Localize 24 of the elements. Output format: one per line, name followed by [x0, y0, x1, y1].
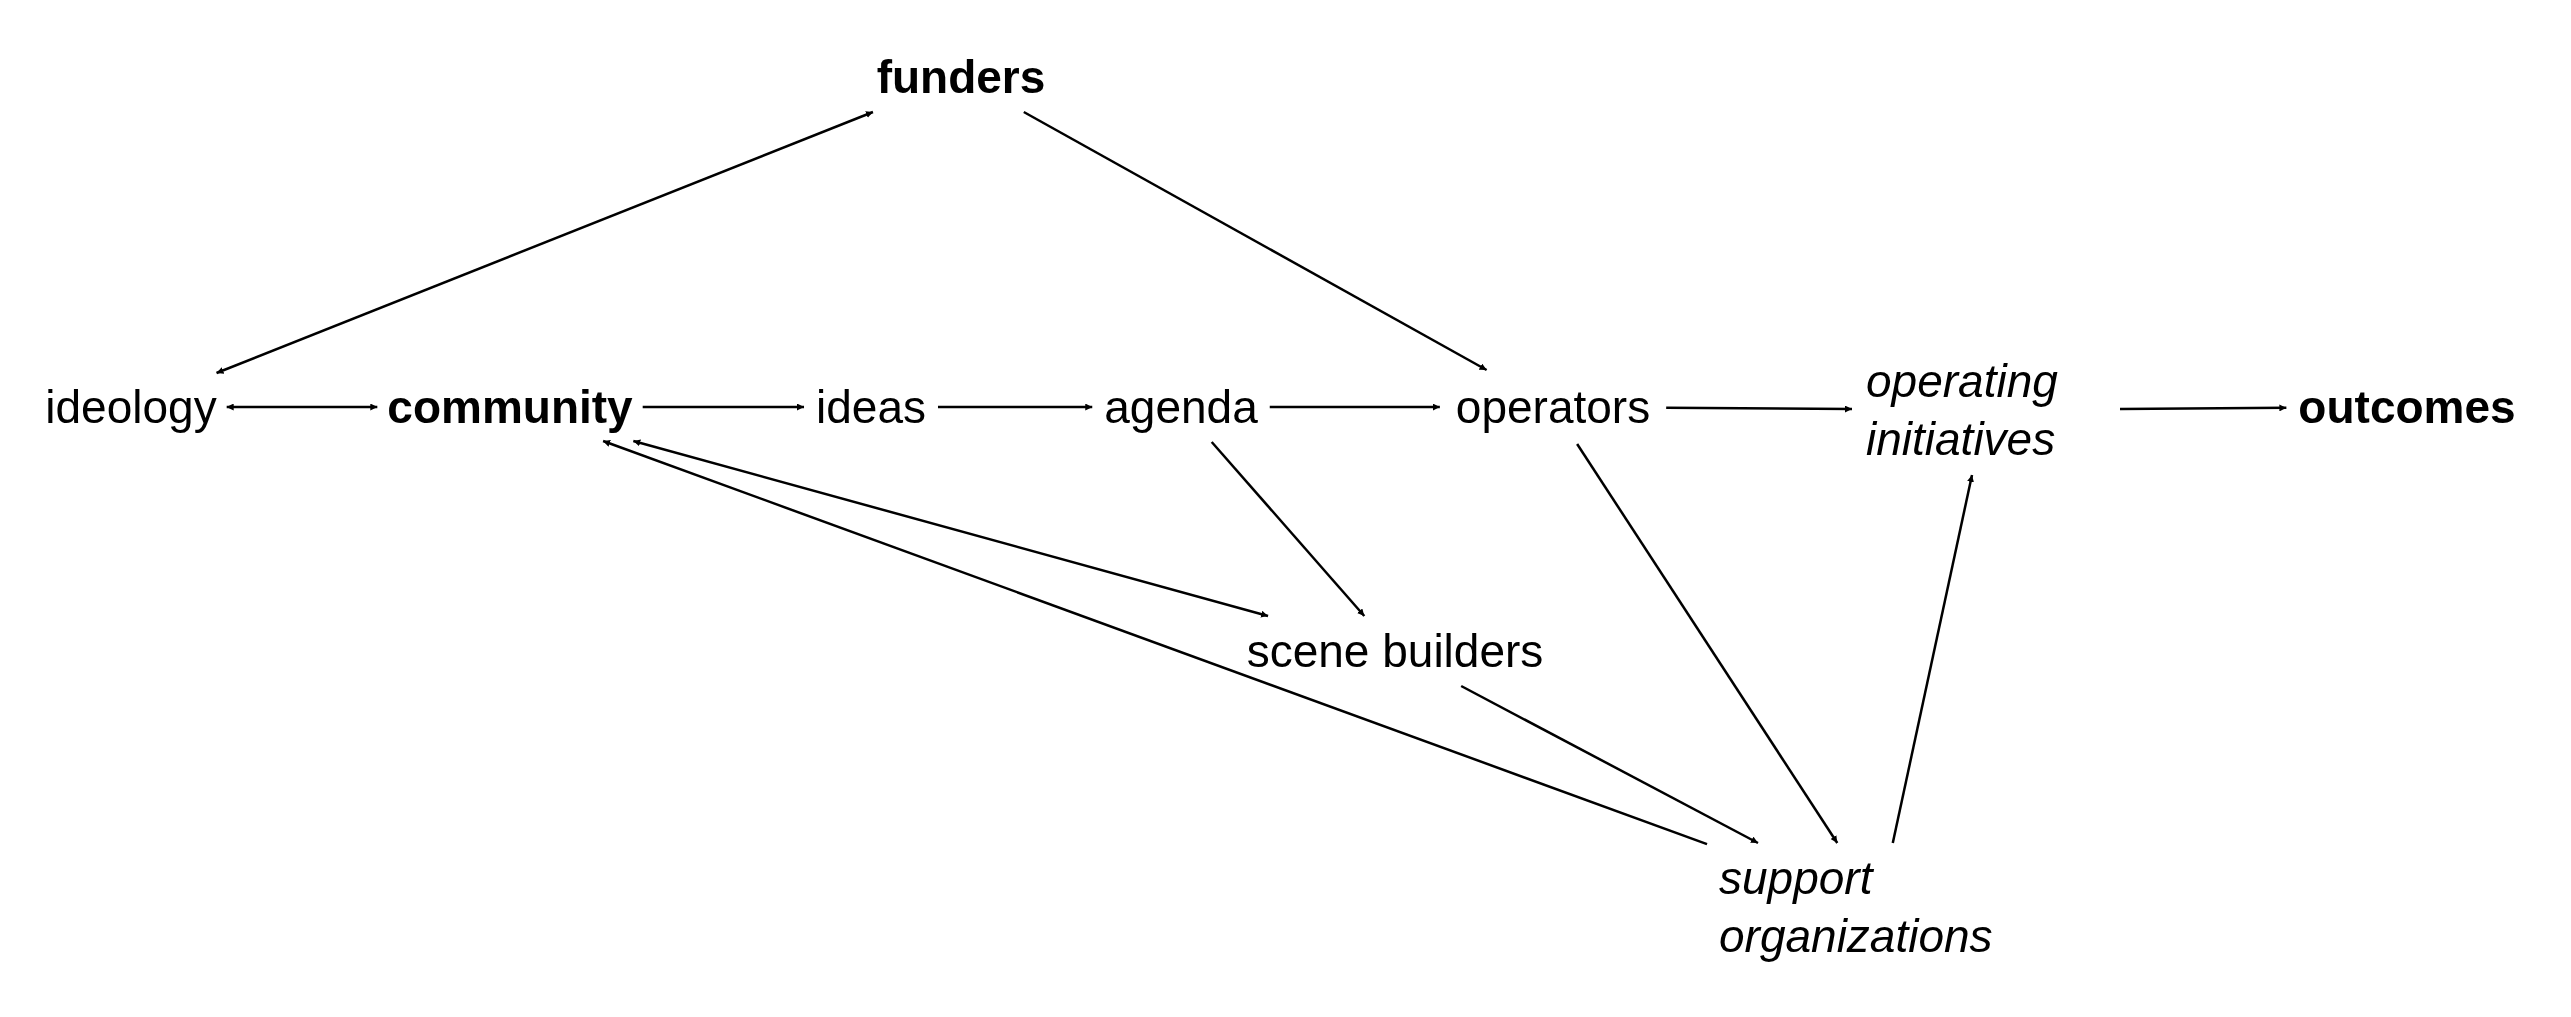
- arrow: [1666, 405, 1852, 413]
- arrow: [1210, 441, 1366, 617]
- arrow: [216, 110, 874, 375]
- arrow: [2120, 404, 2287, 412]
- node-label: operators: [1455, 378, 1651, 436]
- node-label: scene builders: [1246, 622, 1544, 680]
- node-label: operating initiatives: [1866, 352, 2106, 468]
- arrow: [1269, 403, 1440, 411]
- arrow: [1891, 474, 1974, 844]
- arrow: [226, 403, 378, 411]
- node-label: ideology: [45, 378, 217, 436]
- arrow: [633, 439, 1269, 618]
- arrow: [602, 439, 1708, 846]
- arrow: [1576, 443, 1839, 844]
- arrow: [938, 403, 1093, 411]
- arrow: [1023, 110, 1488, 372]
- node-label: ideas: [816, 378, 926, 436]
- arrow: [1460, 684, 1759, 845]
- arrow: [642, 403, 804, 411]
- node-label: support organizations: [1719, 849, 2039, 965]
- node-label: community: [387, 378, 633, 436]
- node-label: outcomes: [2298, 378, 2516, 436]
- node-label: agenda: [1104, 378, 1258, 436]
- node-label: funders: [876, 48, 1046, 106]
